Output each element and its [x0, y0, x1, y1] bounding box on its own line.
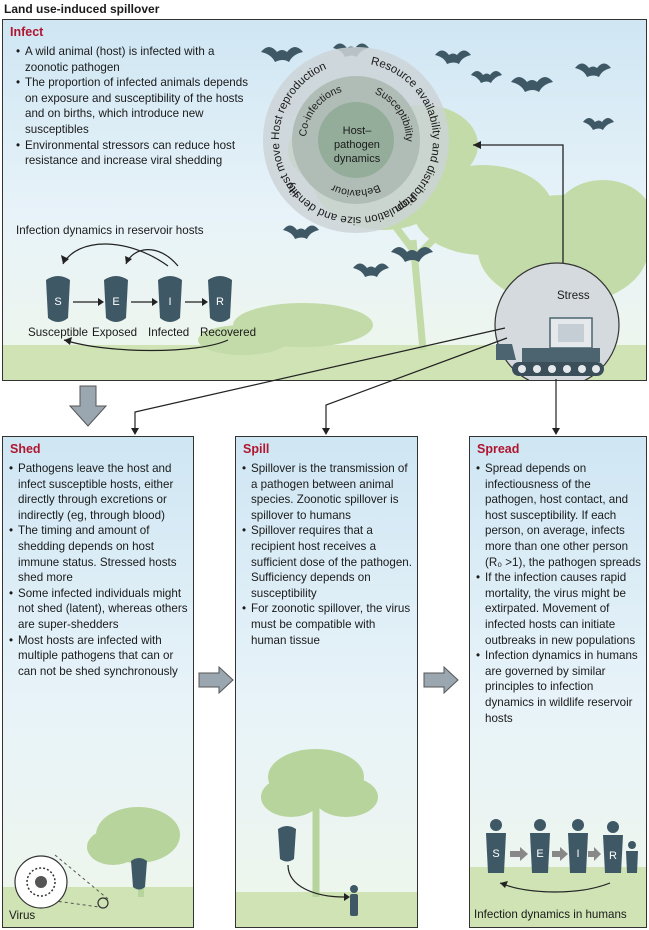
shed-bullet: Most hosts are infected with multiple pa… — [9, 633, 189, 680]
bulldozer-icon — [496, 317, 604, 376]
human-icon — [486, 819, 506, 873]
shed-bullet: Pathogens leave the host and infect susc… — [9, 461, 189, 523]
bat-icon — [104, 276, 128, 322]
center-circle — [318, 102, 394, 178]
infect-panel: Infect A wild animal (host) is infected … — [2, 19, 647, 381]
ring-center-label: Host–pathogen dynamics — [333, 125, 381, 165]
shed-bullet-list: Pathogens leave the host and infect susc… — [9, 461, 189, 679]
infect-bullet-list: A wild animal (host) is infected with a … — [16, 44, 256, 169]
shed-panel: Shed Pathogens leave the host and infect… — [2, 436, 194, 928]
seir-letter: E — [536, 848, 543, 860]
seir-letter: E — [112, 296, 119, 308]
seir-letter: R — [216, 296, 224, 308]
spread-heading: Spread — [477, 442, 520, 456]
shed-bullet: The timing and amount of shedding depend… — [9, 523, 189, 585]
bat-icon — [46, 276, 70, 322]
shed-to-spill-arrow — [198, 665, 234, 695]
reservoir-title: Infection dynamics in reservoir hosts — [16, 224, 204, 237]
shed-illustration — [3, 807, 193, 927]
spill-heading: Spill — [243, 442, 270, 456]
spread-bullet: Spread depends on infectiousness of the … — [476, 461, 644, 570]
spill-bullet: Spillover requires that a recipient host… — [242, 523, 414, 601]
stress-label: Stress — [557, 290, 590, 302]
bat-icon — [131, 858, 147, 890]
infect-to-shed-arrow — [68, 385, 108, 427]
spread-bullet: If the infection causes rapid mortality,… — [476, 570, 644, 648]
human-icon — [568, 819, 588, 873]
seir-letter: I — [168, 296, 171, 308]
figure-title: Land use-induced spillover — [4, 2, 160, 16]
seir-letter: S — [54, 296, 61, 308]
shed-heading: Shed — [10, 442, 41, 456]
infect-bullet: Environmental stressors can reduce host … — [16, 138, 256, 169]
human-icon — [626, 841, 638, 873]
infect-bullet: The proportion of infected animals depen… — [16, 75, 256, 137]
stress-to-ring-arrow — [473, 141, 564, 280]
spill-panel: Spill Spillover is the transmission of a… — [235, 436, 418, 928]
ring-inner-label: Behaviour — [329, 182, 382, 200]
seir-label-exposed: Exposed — [92, 326, 138, 339]
birth-arrowhead — [61, 255, 69, 264]
human-icon — [603, 821, 623, 873]
bat-icon — [158, 276, 182, 322]
seir-label-infected: Infected — [148, 326, 190, 339]
spill-bullet: Spillover is the transmission of a patho… — [242, 461, 414, 523]
human-icon — [350, 885, 358, 916]
bat-icon — [208, 276, 232, 322]
infect-bullet: A wild animal (host) is infected with a … — [16, 44, 256, 75]
spread-illustration: S E I R — [470, 819, 646, 927]
seir-letter: S — [492, 848, 499, 860]
shed-bullet: Some infected individuals might not shed… — [9, 586, 189, 633]
spill-illustration — [236, 749, 417, 927]
human-icon — [530, 819, 550, 873]
connector-arrows — [68, 327, 560, 435]
seir-label-susceptible: Susceptible — [28, 326, 88, 339]
reservoir-seir-diagram: S E I R — [46, 243, 232, 352]
spread-bullet-list: Spread depends on infectiousness of the … — [476, 461, 644, 726]
virus-label: Virus — [9, 909, 36, 922]
host-pathogen-ring-diagram: Host reproduction Resource availability … — [256, 40, 449, 233]
stress-bulldozer-circle — [494, 262, 620, 380]
bat-icon — [278, 826, 296, 862]
spill-to-spread-arrow — [423, 665, 459, 695]
seir-letter: R — [609, 850, 617, 862]
spread-footer: Infection dynamics in humans — [474, 908, 627, 921]
seir-label-recovered: Recovered — [200, 326, 257, 339]
spread-panel: S E I R Spread Spread depends on infecti… — [469, 436, 647, 928]
spread-bullet: Infection dynamics in humans are governe… — [476, 648, 644, 726]
spill-bullet-list: Spillover is the transmission of a patho… — [242, 461, 414, 648]
spill-bullet: For zoonotic spillover, the virus must b… — [242, 601, 414, 648]
virus-icon — [26, 867, 56, 897]
seir-letter: I — [576, 848, 579, 860]
infect-heading: Infect — [10, 25, 44, 39]
